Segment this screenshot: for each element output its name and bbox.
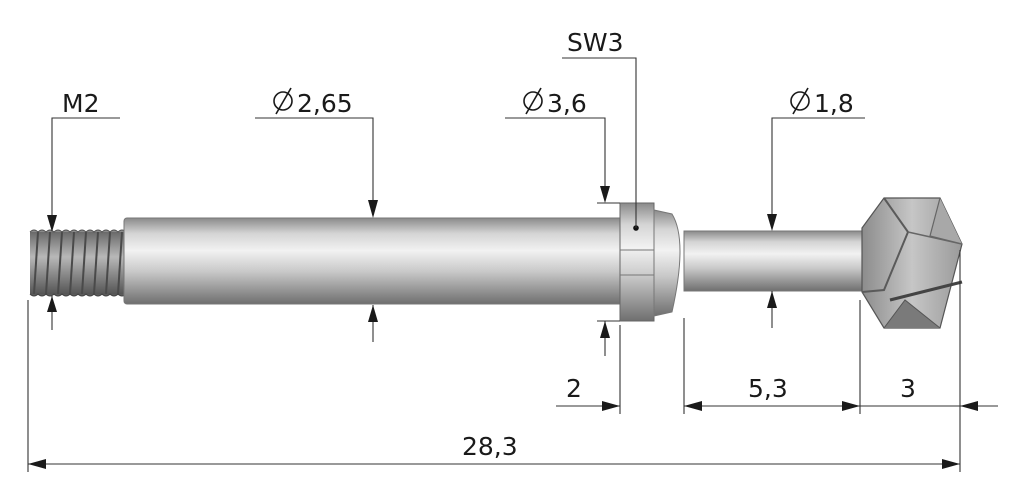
hex-collar <box>619 202 681 322</box>
neck-diameter-label: 1,8 <box>814 89 854 118</box>
diameter-symbols <box>273 87 810 115</box>
hex-length-label: 2 <box>566 374 582 403</box>
cone-head <box>861 197 963 329</box>
neck-diameter-leader <box>771 117 865 224</box>
head-length-label: 3 <box>900 374 916 403</box>
main-shaft <box>123 217 625 305</box>
shaft-diameter-leader <box>255 117 374 210</box>
dimension-lines <box>27 57 998 472</box>
diameter-symbol-icon <box>790 87 810 115</box>
diameter-symbol-icon <box>273 87 293 115</box>
wrench-size-leader <box>562 57 637 228</box>
collar-diameter-label: 3,6 <box>547 89 587 118</box>
overall-length-label: 28,3 <box>462 432 518 461</box>
neck <box>683 230 865 292</box>
pin-part <box>29 197 963 329</box>
thread-leader <box>51 117 120 222</box>
threaded-end <box>29 229 127 297</box>
diameter-symbol-icon <box>523 87 543 115</box>
shaft-diameter-label: 2,65 <box>297 89 353 118</box>
neck-length-label: 5,3 <box>748 374 788 403</box>
collar-diameter-leader <box>505 117 606 196</box>
wrench-size-label: SW3 <box>567 28 624 57</box>
thread-label: M2 <box>62 89 99 118</box>
